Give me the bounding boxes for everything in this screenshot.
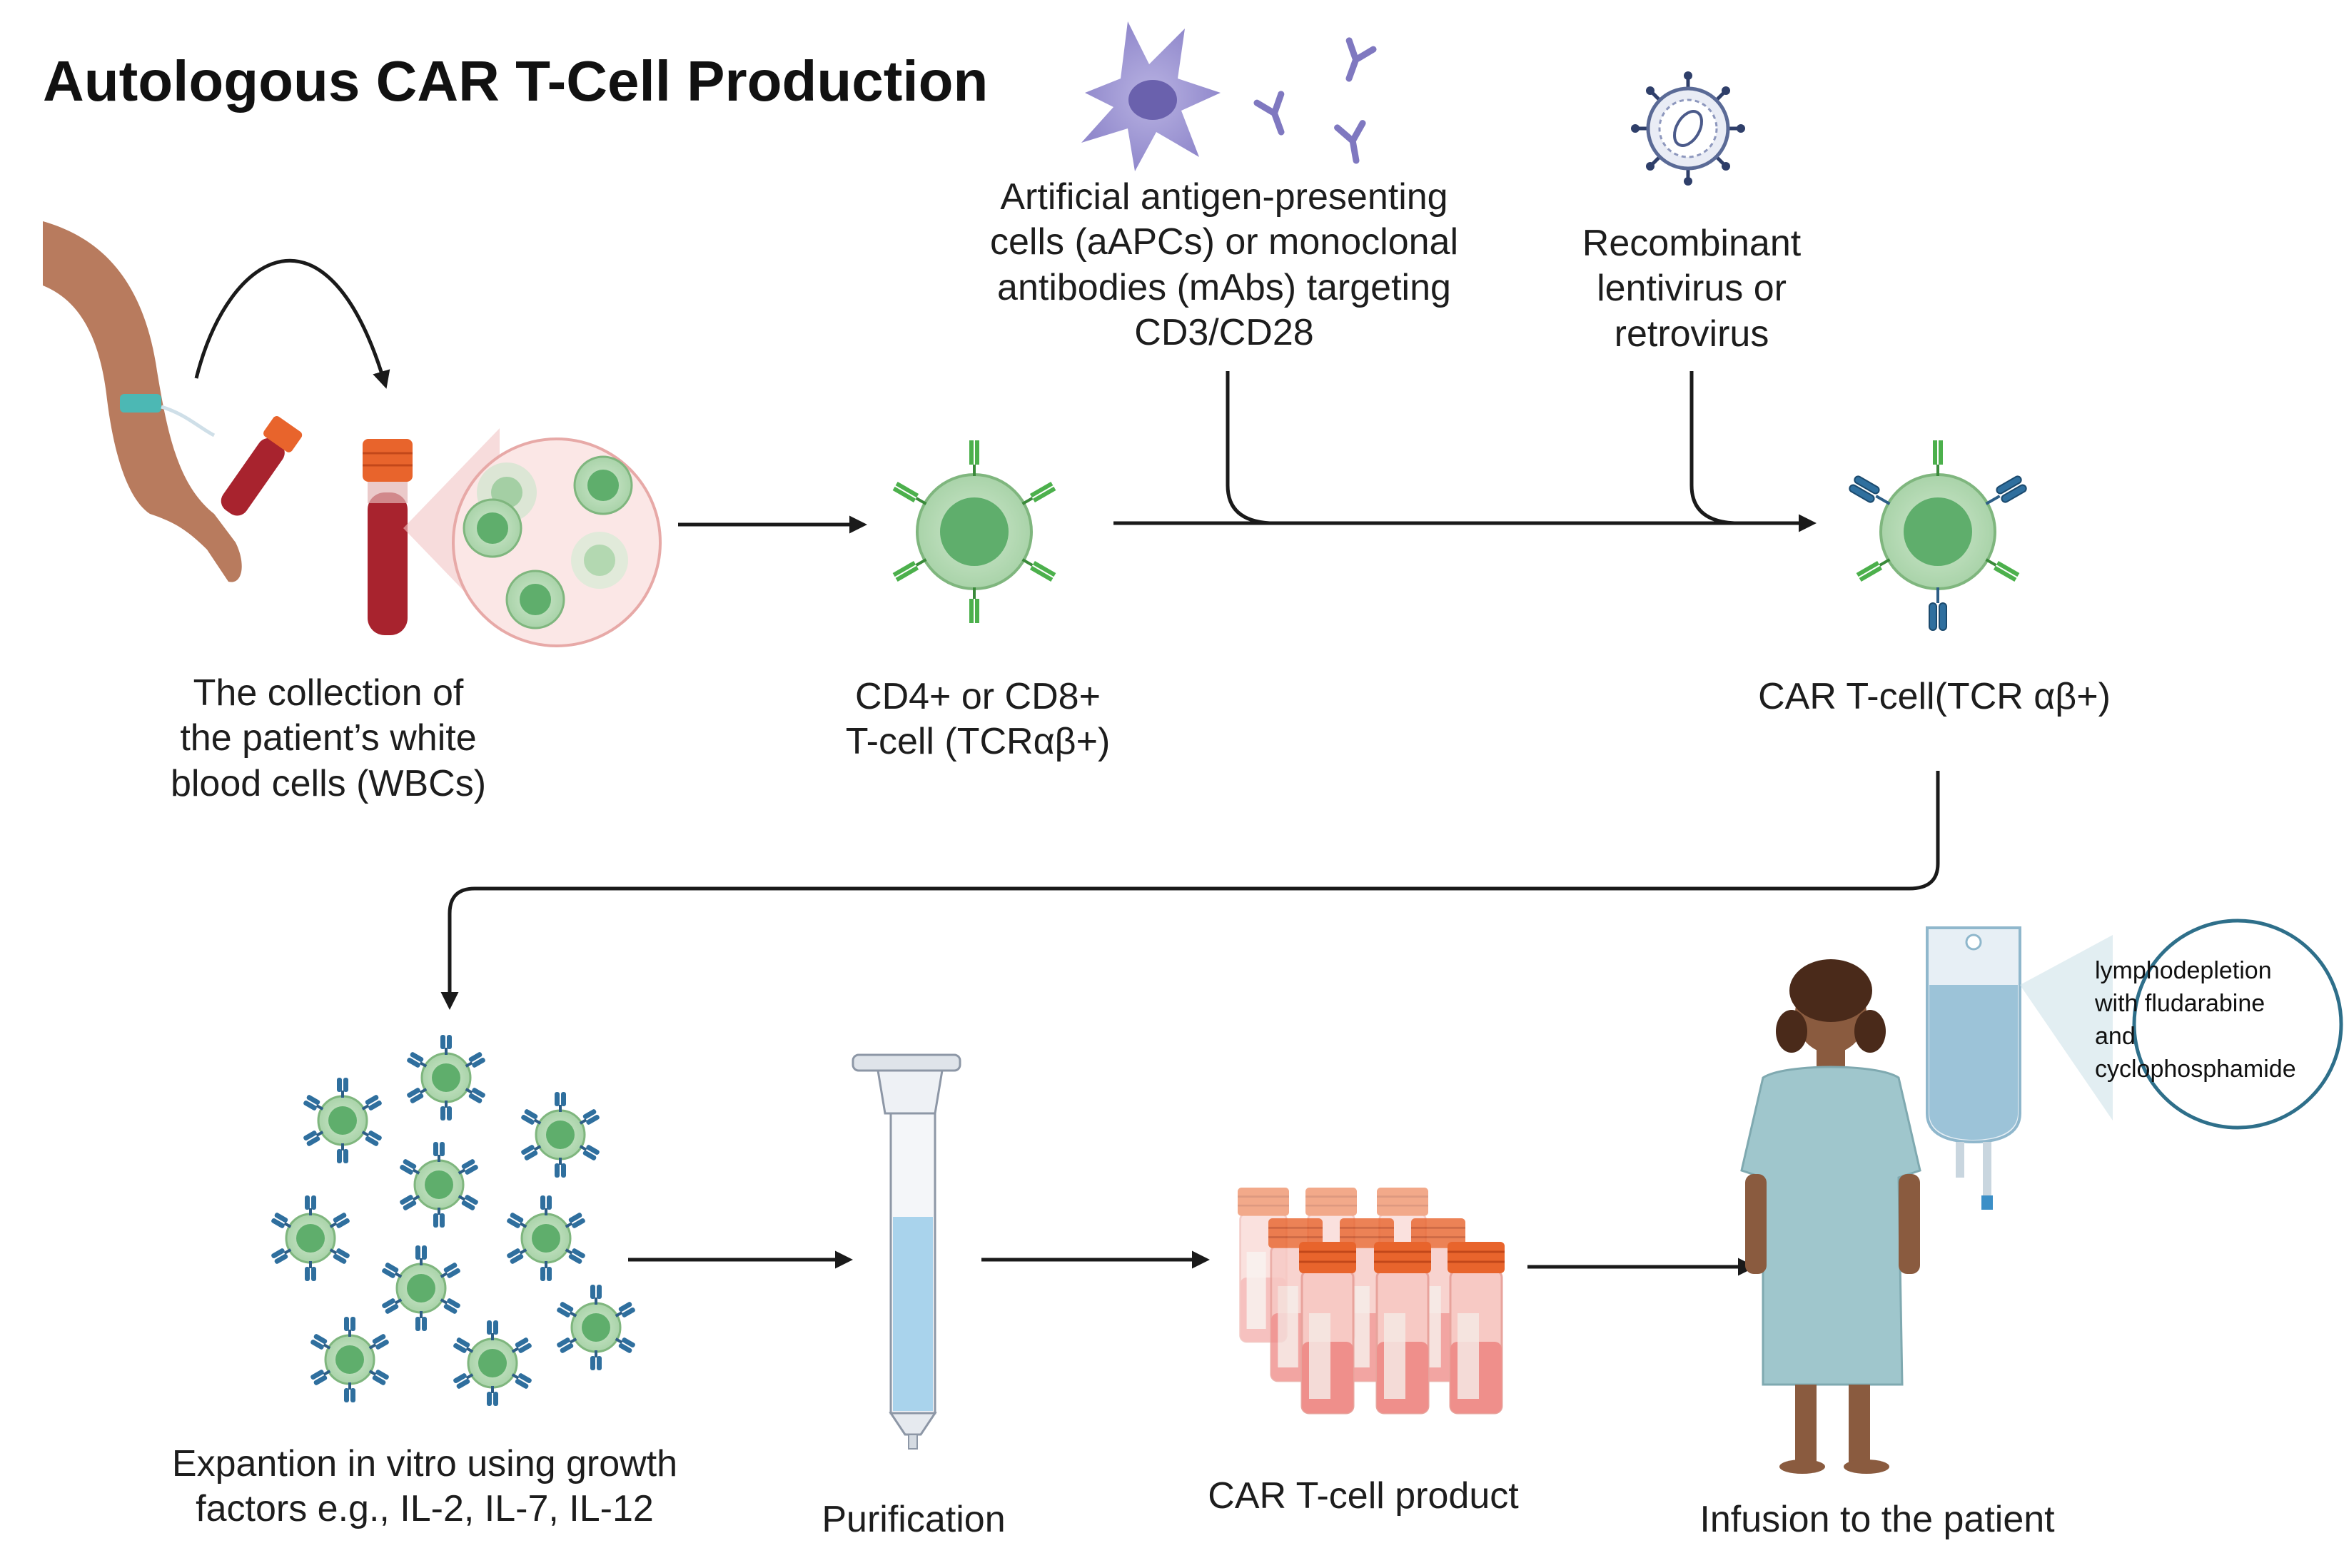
label-tcell: CD4+ or CD8+ T-cell (TCRαβ+)	[845, 676, 1111, 763]
label-virus: Recombinant lentivirus or retrovirus	[1582, 223, 1802, 355]
label-car-tcell: CAR T-cell(TCR αβ+)	[1758, 676, 2111, 717]
label-product: CAR T-cell product	[1208, 1475, 1519, 1517]
label-infusion: Infusion to the patient	[1699, 1499, 2055, 1540]
car-t-cell-icon	[1847, 440, 2029, 631]
arm-icon	[43, 221, 303, 582]
antibody-icon	[1257, 41, 1373, 163]
arrow-aapc-join	[1226, 371, 1271, 525]
magnified-wbc-icon	[452, 437, 662, 647]
label-wbc-collection: The collection of the patient’s white bl…	[170, 672, 487, 804]
purification-column-icon	[852, 1053, 961, 1450]
label-aapc: Artificial antigen-presenting cells (aAP…	[989, 176, 1459, 354]
iv-bag-icon	[1926, 919, 2343, 1210]
arrow-car-to-expansion	[440, 771, 1940, 1010]
t-cell-icon	[892, 440, 1056, 623]
virus-icon	[1631, 71, 1745, 186]
diagram-title: Autologous CAR T-Cell Production	[43, 49, 989, 113]
patient-icon	[1740, 959, 1921, 1474]
label-expansion: Expantion in vitro using growth factors …	[171, 1443, 678, 1530]
label-lymphodepletion: lymphodepletion with fludarabine and cyc…	[2095, 957, 2296, 1083]
blood-tube-icon	[363, 439, 413, 635]
arrow-arm-to-tube	[194, 258, 390, 389]
product-vials-icon	[1236, 1186, 1506, 1415]
label-purification: Purification	[822, 1499, 1006, 1540]
cell-cluster-icon	[271, 1035, 636, 1406]
arrow-virus-join	[1689, 371, 1735, 525]
aapc-icon	[1081, 21, 1221, 171]
